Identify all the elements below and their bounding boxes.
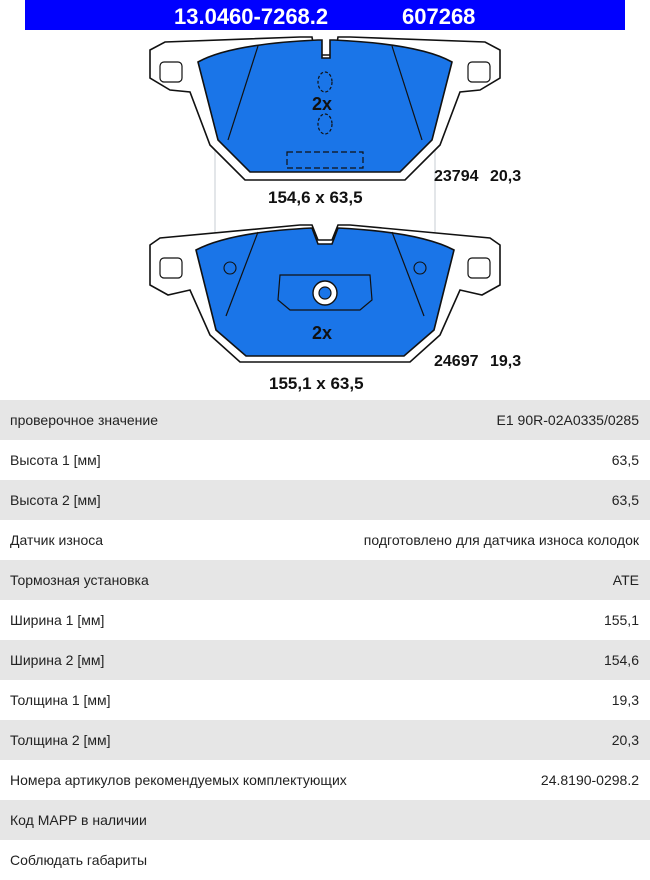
ear-left-bottom	[159, 257, 183, 279]
header-bar	[25, 0, 625, 30]
pad-bottom-thickness: 19,3	[490, 353, 521, 370]
spec-label: Ширина 1 [мм]	[10, 612, 105, 628]
spec-label: Толщина 2 [мм]	[10, 732, 111, 748]
spec-row: Высота 1 [мм] 63,5	[0, 440, 650, 480]
spec-value: 19,3	[611, 692, 639, 708]
spec-row: Высота 2 [мм] 63,5	[0, 480, 650, 520]
spec-value: 20,3	[611, 732, 639, 748]
spec-label: Соблюдать габариты	[10, 852, 148, 868]
specs-table: проверочное значение E1 90R-02A0335/0285…	[0, 400, 650, 880]
spec-value: 24.8190-0298.2	[540, 772, 639, 788]
spec-value: 154,6	[603, 652, 639, 668]
spec-row: Ширина 1 [мм] 155,1	[0, 600, 650, 640]
spec-label: Код MAPP в наличии	[10, 812, 147, 828]
spec-row: Толщина 2 [мм] 20,3	[0, 720, 650, 760]
spec-value: подготовлено для датчика износа колодок	[363, 532, 639, 548]
spec-row: проверочное значение E1 90R-02A0335/0285	[0, 400, 650, 440]
spec-label: Высота 1 [мм]	[10, 452, 101, 468]
ear-right-bottom	[467, 257, 491, 279]
pad-top-quantity: 2x	[312, 94, 332, 114]
ear-left-top	[159, 61, 183, 83]
spec-label: Высота 2 [мм]	[10, 492, 101, 508]
spec-value: 63,5	[611, 452, 639, 468]
pad-bottom-ref-number: 24697	[434, 353, 479, 370]
ear-right-top	[467, 61, 491, 83]
brake-pad-bottom: 2x	[149, 224, 501, 363]
pad-bottom-dimensions: 155,1 x 63,5	[269, 374, 364, 393]
spec-row: Датчик износа подготовлено для датчика и…	[0, 520, 650, 560]
spec-value: ATE	[612, 572, 639, 588]
spec-row: Толщина 1 [мм] 19,3	[0, 680, 650, 720]
brake-pad-top: 2x	[149, 36, 501, 181]
pad-bottom-quantity: 2x	[312, 323, 332, 343]
friction-material-top	[197, 39, 453, 173]
pad-top-ref-number: 23794	[434, 168, 479, 185]
spec-label: Толщина 1 [мм]	[10, 692, 111, 708]
spec-label: Тормозная установка	[10, 572, 149, 588]
spec-value: 155,1	[603, 612, 639, 628]
spec-row: Код MAPP в наличии	[0, 800, 650, 840]
spec-label: Датчик износа	[10, 532, 104, 548]
product-drawing: 13.0460-7268.2 607268 2x 154,6 x 63,5	[0, 0, 650, 400]
pad-top-dimensions: 154,6 x 63,5	[268, 188, 363, 207]
spec-row: Номера артикулов рекомендуемых комплекту…	[0, 760, 650, 800]
spec-label: Ширина 2 [мм]	[10, 652, 105, 668]
article-code: 607268	[402, 4, 475, 29]
spec-value: E1 90R-02A0335/0285	[496, 412, 639, 428]
spec-row: Ширина 2 [мм] 154,6	[0, 640, 650, 680]
brake-pad-diagram: 13.0460-7268.2 607268 2x 154,6 x 63,5	[25, 0, 625, 393]
spec-value: 63,5	[611, 492, 639, 508]
spec-row: Соблюдать габариты	[0, 840, 650, 880]
spec-row: Тормозная установка ATE	[0, 560, 650, 600]
pad-top-thickness: 20,3	[490, 168, 521, 185]
spec-label: проверочное значение	[10, 412, 159, 428]
part-number: 13.0460-7268.2	[174, 4, 328, 29]
spec-label: Номера артикулов рекомендуемых комплекту…	[10, 772, 347, 788]
